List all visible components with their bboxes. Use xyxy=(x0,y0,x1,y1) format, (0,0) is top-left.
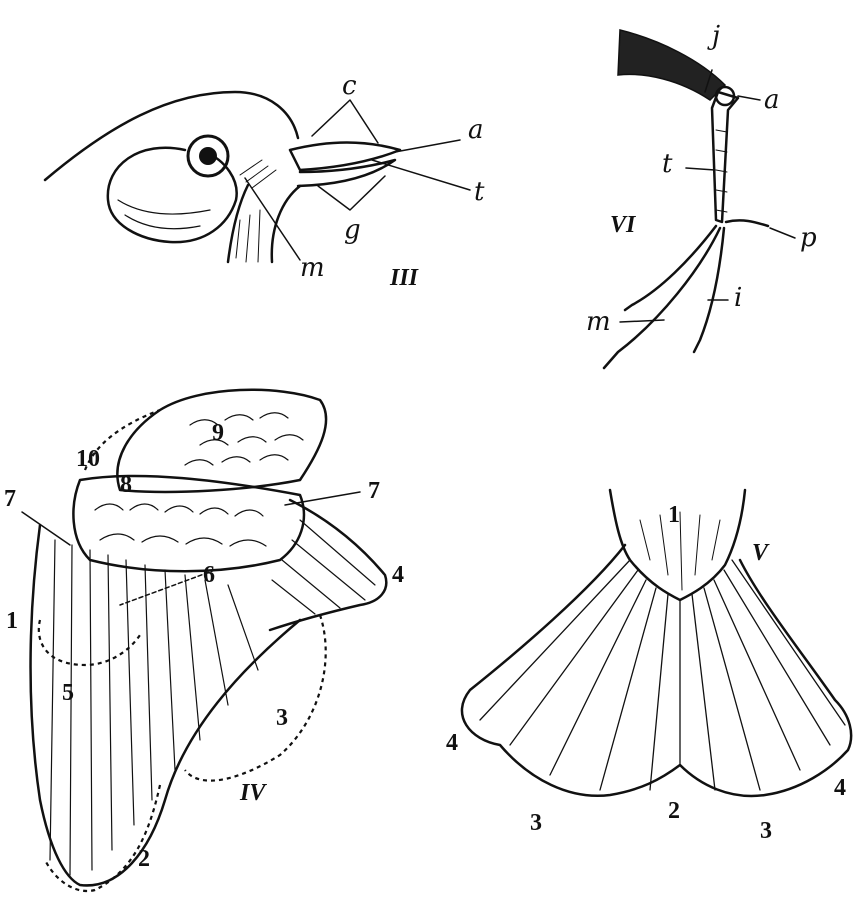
secondary-shafts xyxy=(272,520,375,614)
wing-label-9: 9 xyxy=(212,420,224,446)
foot-figure: j a t p m i VI xyxy=(586,21,817,368)
cheek-hatching xyxy=(118,200,210,229)
wing-figure: 10 9 8 7 7 6 1 5 4 3 2 IV xyxy=(4,390,404,891)
wing-label-7-left: 7 xyxy=(4,486,16,512)
dash-primaries xyxy=(45,785,160,891)
scapular-feather-scales xyxy=(185,413,303,465)
wing-label-2: 2 xyxy=(138,846,150,872)
foot-label-j: j xyxy=(707,21,720,51)
tail-label-1: 1 xyxy=(668,502,680,528)
dash-secondaries xyxy=(185,615,326,781)
tail-label-4-right: 4 xyxy=(834,775,846,801)
tail-label-2: 2 xyxy=(668,798,680,824)
wing-label-10: 10 xyxy=(76,446,100,472)
primary-shafts xyxy=(50,540,258,875)
wing-label-7-right: 7 xyxy=(368,478,380,504)
leader-wing-6 xyxy=(120,570,215,605)
head-label-a: a xyxy=(468,115,484,145)
leader-t xyxy=(372,160,470,190)
tarsus xyxy=(712,92,738,222)
foot-label-t: t xyxy=(662,149,673,179)
leader-foot-m xyxy=(620,320,664,322)
head-crown-outline xyxy=(45,92,298,180)
head-cheek-patch xyxy=(108,148,237,242)
rectrix-shafts xyxy=(480,560,845,790)
leader-p xyxy=(770,228,795,238)
head-label-t: t xyxy=(474,177,485,207)
head-figure: c a t g m III xyxy=(45,71,485,291)
neck-hatching xyxy=(236,210,260,262)
tail-label-3-left: 3 xyxy=(530,810,542,836)
eye-pupil xyxy=(199,147,217,165)
covert-hatching xyxy=(640,512,720,590)
tail-outline xyxy=(462,545,851,796)
foot-label-i: i xyxy=(734,283,742,313)
wing-label-5: 5 xyxy=(62,680,74,706)
head-label-m: m xyxy=(300,253,325,283)
leader-foot-a xyxy=(738,96,760,100)
head-label-c: c xyxy=(342,71,357,101)
foot-label-m: m xyxy=(586,307,611,337)
rictal-bristles xyxy=(240,160,276,188)
wing-label-3: 3 xyxy=(276,705,288,731)
hind-toe xyxy=(726,220,768,226)
tail-label-3-right: 3 xyxy=(760,818,772,844)
wing-label-4: 4 xyxy=(392,562,404,588)
neck-outline xyxy=(228,185,300,262)
covert-feather-scales xyxy=(95,504,266,546)
foot-label-p: p xyxy=(800,223,817,253)
leader-a xyxy=(395,140,460,152)
tail-figure-numeral: V xyxy=(752,540,770,566)
tail-label-4-left: 4 xyxy=(446,730,458,756)
leader-foot-t xyxy=(686,168,715,170)
leader-g xyxy=(318,176,385,210)
outer-toe xyxy=(625,226,716,310)
foot-label-a: a xyxy=(764,85,780,115)
head-figure-numeral: III xyxy=(389,265,420,291)
wing-figure-numeral: IV xyxy=(239,780,267,806)
tail-figure: 1 V 4 4 3 2 3 xyxy=(446,490,851,844)
leader-wing-7a xyxy=(22,512,70,545)
middle-toe xyxy=(604,228,720,368)
wing-label-8: 8 xyxy=(120,472,132,498)
wing-label-6: 6 xyxy=(203,562,215,588)
foot-figure-numeral: VI xyxy=(610,212,637,238)
wing-label-1: 1 xyxy=(6,608,18,634)
head-label-g: g xyxy=(344,215,361,245)
thigh-feathering xyxy=(618,30,725,100)
leader-c xyxy=(312,100,378,143)
